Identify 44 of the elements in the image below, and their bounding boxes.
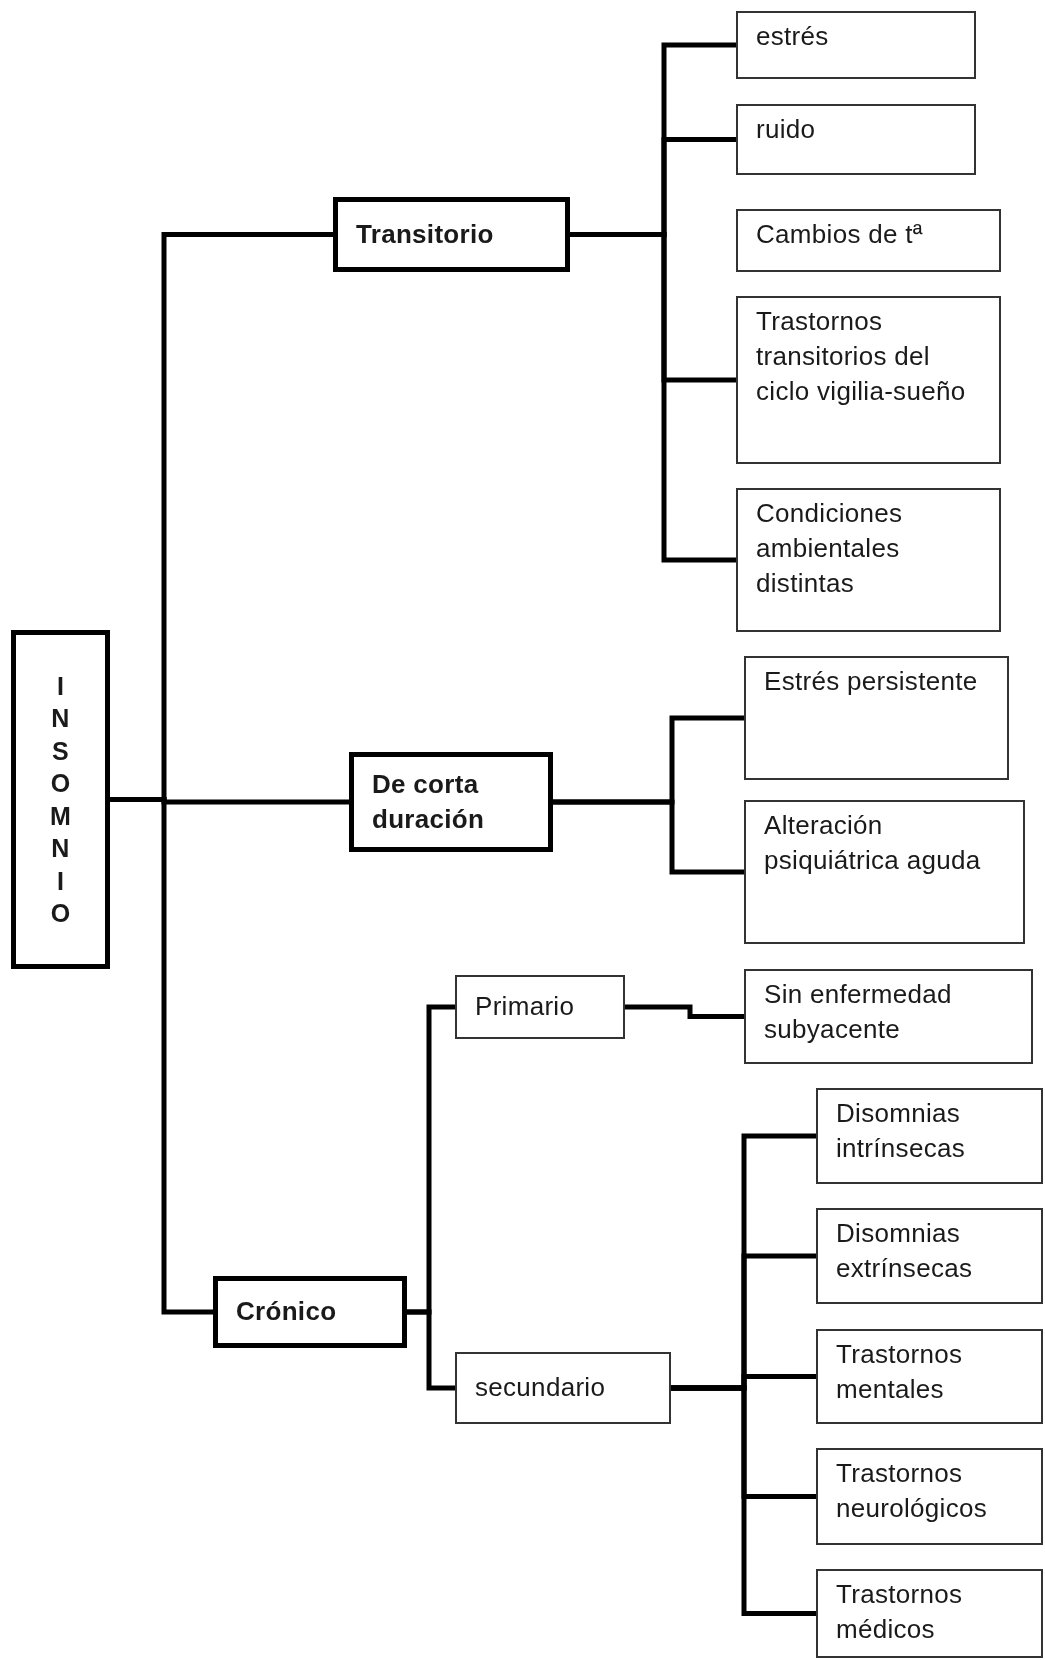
node-label: Alteración psiquiátrica aguda — [764, 809, 982, 878]
category-box — [213, 1276, 407, 1348]
node-label: Trastornos transitorios del ciclo vigilia-sueño — [756, 305, 967, 409]
category-box — [736, 296, 1001, 464]
node-label: Trastornos mentales — [836, 1338, 964, 1407]
node-label: Trastornos neurológicos — [836, 1457, 989, 1526]
node-label: Estrés persistente — [764, 665, 978, 698]
category-box — [736, 209, 1001, 272]
connector-line — [110, 797, 213, 1315]
node-label: Disomnias intrínsecas — [836, 1097, 967, 1166]
category-box — [736, 104, 976, 175]
category-box — [455, 1352, 671, 1424]
category-box — [744, 800, 1025, 944]
node-label: Cambios de tª — [756, 218, 923, 251]
node-label: INSOMNIO — [48, 670, 73, 929]
category-box — [816, 1448, 1043, 1545]
category-box — [744, 969, 1033, 1064]
node-label: secundario — [475, 1371, 606, 1405]
node-label: Trastornos médicos — [836, 1578, 964, 1647]
category-box — [816, 1329, 1043, 1424]
node-label: Condiciones ambientales distintas — [756, 497, 904, 601]
node-label: estrés — [756, 20, 829, 53]
connector-line — [553, 799, 744, 875]
category-box — [736, 488, 1001, 632]
connector-line — [570, 232, 736, 563]
category-box — [744, 656, 1009, 780]
node-label: Crónico — [236, 1295, 337, 1329]
connector-line — [407, 1309, 455, 1391]
node-label: ruido — [756, 113, 816, 146]
category-box — [333, 197, 570, 272]
connector-line — [671, 1385, 816, 1616]
category-box — [736, 11, 976, 79]
title-box — [11, 630, 110, 969]
node-label: Disomnias extrínsecas — [836, 1217, 974, 1286]
category-box — [816, 1569, 1043, 1658]
node-label: Transitorio — [356, 217, 494, 251]
category-box — [455, 975, 625, 1039]
node-label: Sin enfermedad subyacente — [764, 978, 953, 1047]
category-box — [816, 1208, 1043, 1304]
category-box — [349, 752, 553, 852]
connector-line — [625, 1004, 744, 1019]
node-label: Primario — [475, 990, 575, 1024]
node-label: De corta duración — [372, 767, 486, 836]
category-box — [816, 1088, 1043, 1184]
